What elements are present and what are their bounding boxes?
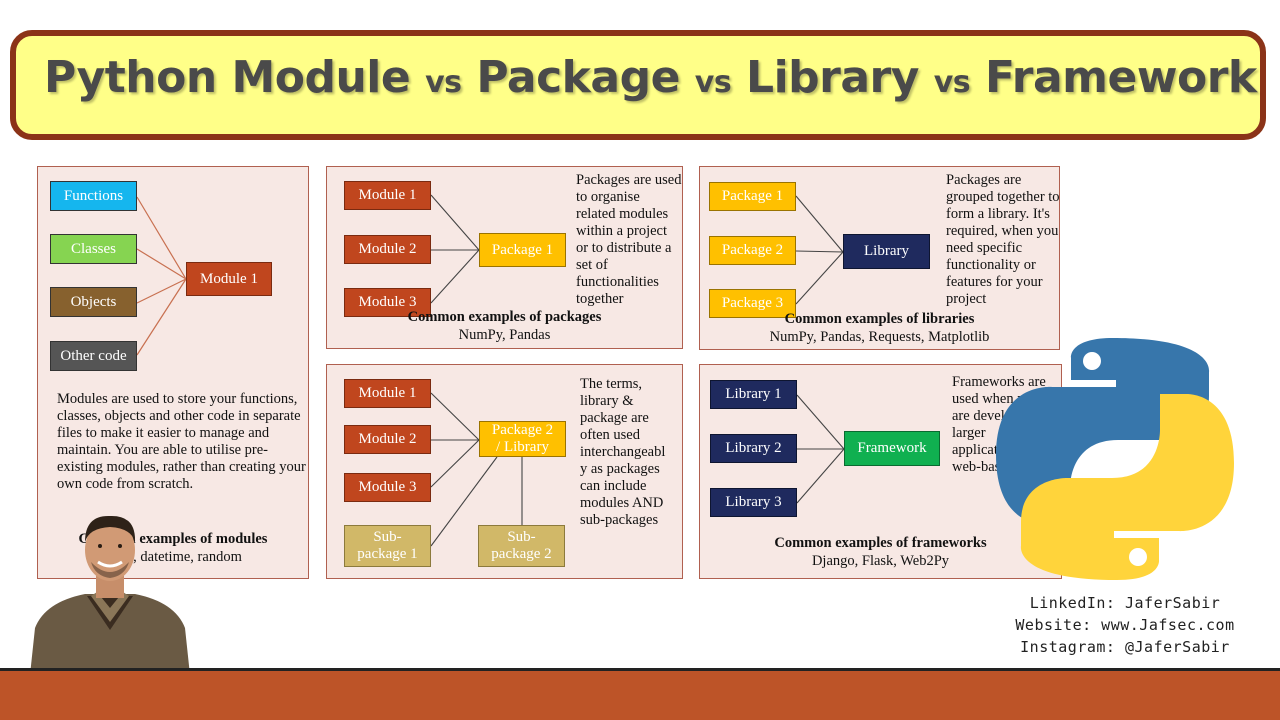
libraries-examples-title: Common examples of libraries [784,311,975,327]
module-node: Module 1 [186,262,272,296]
packages-examples-title: Common examples of packages [407,309,602,325]
libraries-panel: Package 1 Package 2 Package 3 Library Pa… [699,166,1060,350]
presenter-photo [30,515,190,675]
frameworks-examples-list: Django, Flask, Web2Py [811,553,950,569]
packages-examples-list: NumPy, Pandas [458,327,551,343]
subpackage-1-line2: package 1 [357,546,418,562]
library-package-1-node: Package 1 [709,182,796,211]
package-library-line2: / Library [496,439,549,455]
title-package: Package [476,52,680,103]
library-package-3-node: Package 3 [709,289,796,318]
terms-panel: Module 1 Module 2 Module 3 Package 2 / L… [326,364,683,579]
modules-description: Modules are used to store your functions… [57,391,306,492]
libraries-examples: Common examples of libraries NumPy, Pand… [700,310,1059,346]
packages-panel: Module 1 Module 2 Module 3 Package 1 Pac… [326,166,683,349]
bottom-divider [0,668,1280,671]
package-library-node: Package 2 / Library [479,421,566,457]
terms-module-1-node: Module 1 [344,379,431,408]
packages-connectors [430,194,480,304]
title-vs: vs [694,65,732,100]
title-banner: Python Module vs Package vs Library vs F… [10,30,1266,140]
framework-library-2-node: Library 2 [710,434,797,463]
terms-description: The terms, library & package are often u… [580,376,666,528]
framework-library-3-node: Library 3 [710,488,797,517]
functions-node: Functions [50,181,137,211]
subpackage-1-node: Sub- package 1 [344,525,431,567]
library-node: Library [843,234,930,269]
title-vs: vs [425,65,462,100]
bottom-bar [0,671,1280,720]
packages-examples: Common examples of packages NumPy, Panda… [327,308,682,344]
title-framework: Framework [985,52,1257,103]
terms-module-3-node: Module 3 [344,473,431,502]
library-package-2-node: Package 2 [709,236,796,265]
package-library-line1: Package 2 [491,422,554,438]
package-module-3-node: Module 3 [344,288,431,317]
subpackage-2-node: Sub- package 2 [478,525,565,567]
libraries-connectors [795,195,844,305]
frameworks-examples: Common examples of frameworks Django, Fl… [700,534,1061,570]
title-library: Library [746,52,919,103]
instagram-text: Instagram: @JaferSabir [1020,638,1230,656]
subpackage-2-line2: package 2 [491,546,552,562]
modules-panel: Functions Classes Objects Other code Mod… [37,166,309,579]
objects-node: Objects [50,287,137,317]
terms-module-2-node: Module 2 [344,425,431,454]
classes-node: Classes [50,234,137,264]
packages-description: Packages are used to organise related mo… [576,172,682,307]
title-vs: vs [933,65,971,100]
title-module: Python Module [44,52,411,103]
package-module-2-node: Module 2 [344,235,431,264]
framework-library-1-node: Library 1 [710,380,797,409]
libraries-description: Packages are grouped together to form a … [946,172,1060,307]
website-text: Website: www.Jafsec.com [1015,616,1235,634]
frameworks-examples-title: Common examples of frameworks [774,535,987,551]
frameworks-connectors [796,394,845,504]
python-logo-icon [996,338,1234,580]
libraries-examples-list: NumPy, Pandas, Requests, Matplotlib [769,329,990,345]
modules-connectors [136,196,187,356]
linkedin-text: LinkedIn: JaferSabir [1029,594,1221,612]
subpackage-1-line1: Sub- [373,529,402,545]
terms-connectors [430,392,523,547]
subpackage-2-line1: Sub- [507,529,536,545]
framework-node: Framework [844,431,940,466]
page-title: Python Module vs Package vs Library vs F… [44,52,1257,103]
social-links: LinkedIn: JaferSabir Website: www.Jafsec… [990,592,1260,658]
package-module-1-node: Module 1 [344,181,431,210]
modules-examples-list: math, datetime, random [104,549,242,565]
other-code-node: Other code [50,341,137,371]
package-node: Package 1 [479,233,566,267]
